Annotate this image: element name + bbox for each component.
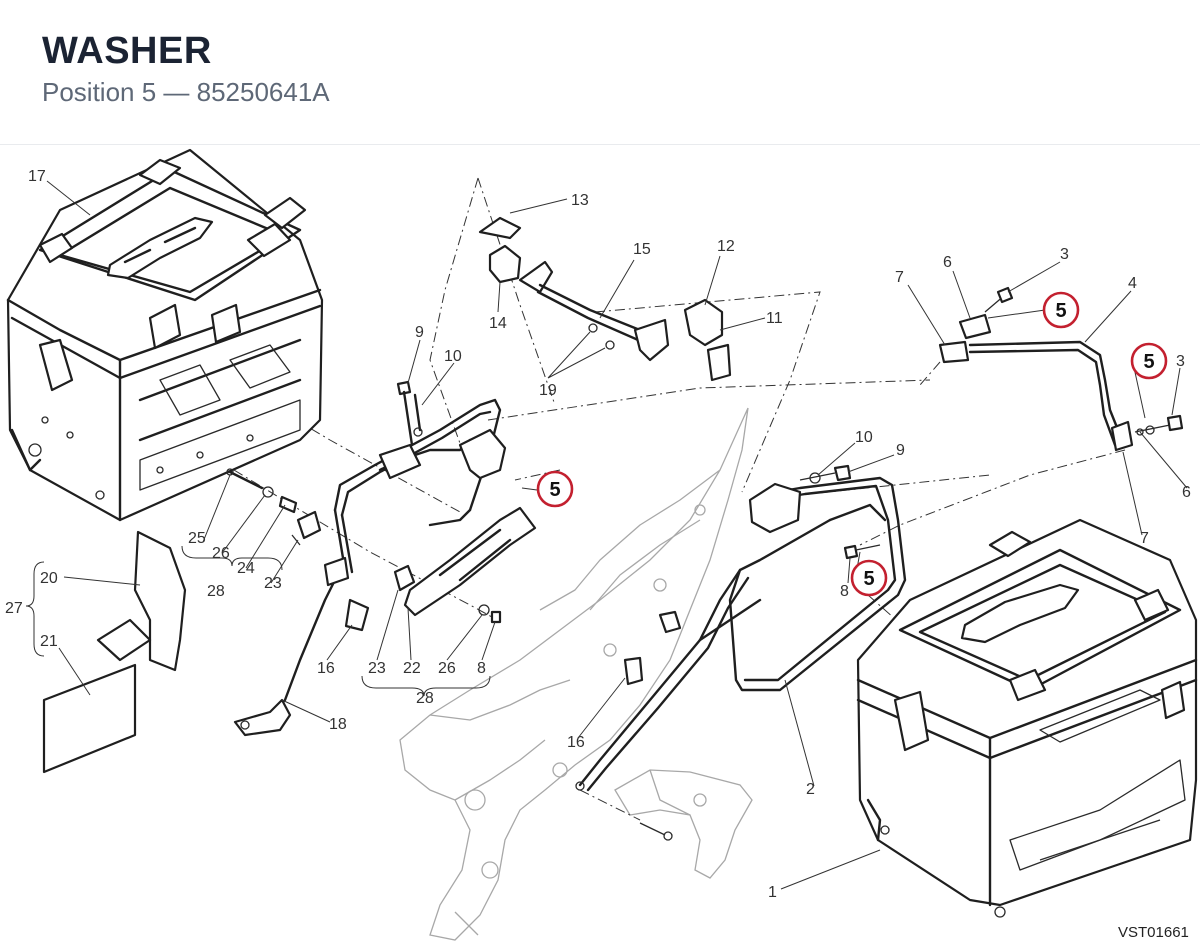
part-label-8-center: 8 [477, 660, 486, 677]
part-label-21: 21 [40, 633, 58, 650]
part-label-12: 12 [717, 238, 735, 255]
part-label-6-right: 6 [1182, 484, 1191, 501]
part-label-22: 22 [403, 660, 421, 677]
highlight-marker-4[interactable]: 5 [850, 559, 888, 597]
part-label-8-right: 8 [840, 583, 849, 600]
part-label-9-left: 9 [415, 324, 424, 341]
page-subtitle: Position 5 — 85250641A [42, 77, 330, 107]
highlight-marker-1[interactable]: 5 [1042, 291, 1080, 329]
part-label-6-top: 6 [943, 254, 952, 271]
left-pannier-rack [233, 380, 507, 737]
part-number-labels: 17 13 15 12 11 14 19 9 10 25 26 24 23 28… [5, 168, 1191, 901]
part-label-3-right: 3 [1176, 353, 1185, 370]
part-label-27: 27 [5, 600, 23, 617]
highlight-label-1: 5 [1055, 300, 1066, 322]
part-label-18: 18 [329, 716, 347, 733]
part-label-26-left: 26 [212, 545, 230, 562]
part-label-25: 25 [188, 530, 206, 547]
part-label-7-top: 7 [895, 269, 904, 286]
part-label-17: 17 [28, 168, 46, 185]
right-support-bar [938, 286, 1184, 452]
highlight-label-3: 5 [549, 479, 560, 501]
part-label-3-top: 3 [1060, 246, 1069, 263]
part-label-26-center: 26 [438, 660, 456, 677]
highlight-label-4: 5 [863, 568, 874, 590]
group-braces [25, 545, 491, 697]
left-side-case [6, 148, 324, 522]
part-label-10-left: 10 [444, 348, 462, 365]
part-label-14: 14 [489, 315, 507, 332]
part-label-9-right: 9 [896, 442, 905, 459]
motorcycle-frame [399, 407, 753, 941]
part-label-28-center: 28 [416, 690, 434, 707]
part-label-13: 13 [571, 192, 589, 209]
highlight-label-2: 5 [1143, 351, 1154, 373]
left-small-parts [42, 468, 682, 774]
page-title: WASHER [42, 30, 212, 72]
center-mount-parts [393, 506, 537, 624]
header: WASHER Position 5 — 85250641A [0, 0, 1200, 145]
part-label-2: 2 [806, 781, 815, 798]
part-label-24: 24 [237, 560, 255, 577]
part-label-15: 15 [633, 241, 651, 258]
part-label-16-left: 16 [317, 660, 335, 677]
part-label-20: 20 [40, 570, 58, 587]
part-label-7-right: 7 [1140, 530, 1149, 547]
part-label-4: 4 [1128, 275, 1137, 292]
top-rack-assembly [478, 216, 732, 382]
highlight-marker-2[interactable]: 5 [1130, 342, 1168, 380]
highlight-marker-3[interactable]: 5 [536, 470, 574, 508]
right-side-case [856, 518, 1198, 918]
right-pannier-rack [575, 464, 907, 792]
part-label-23-center: 23 [368, 660, 386, 677]
drawing-code: VST01661 [1118, 924, 1189, 941]
part-label-19: 19 [539, 382, 557, 399]
part-label-28-left: 28 [207, 583, 225, 600]
part-label-16-center: 16 [567, 734, 585, 751]
part-label-11: 11 [766, 310, 783, 327]
part-label-23-left: 23 [264, 575, 282, 592]
part-label-10-right: 10 [855, 429, 873, 446]
part-label-1: 1 [768, 884, 777, 901]
